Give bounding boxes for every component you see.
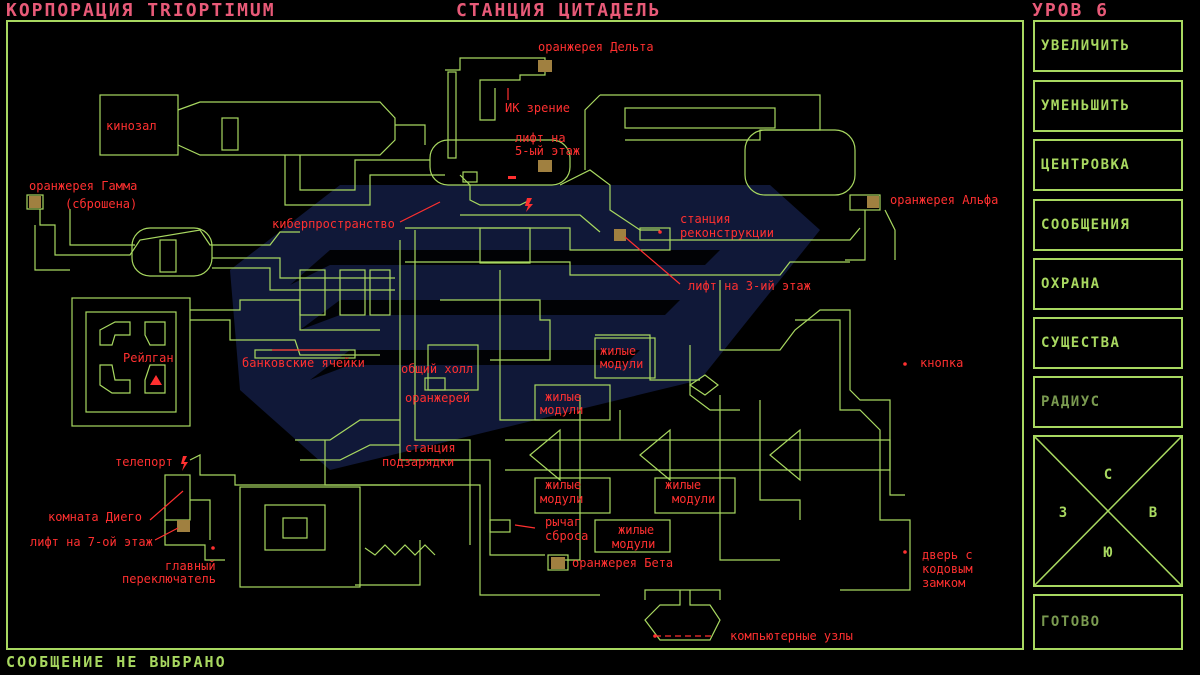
zoom-in-button[interactable]: УВЕЛИЧИТЬ [1033, 20, 1183, 72]
label-lift-5-line2: 5-ый этаж [515, 144, 580, 158]
label-pointers [149, 88, 715, 637]
map-icons [150, 176, 533, 471]
center-button[interactable]: ЦЕНТРОВКА [1033, 139, 1183, 191]
label-code-door-line1: дверь с [922, 548, 973, 562]
energy-icon [525, 198, 533, 212]
label-living-4-line1: жилые [665, 478, 701, 492]
label-bank-cells: банковские ячейки [242, 356, 365, 370]
messages-button[interactable]: СООБЩЕНИЯ [1033, 199, 1183, 251]
label-reset-lever-line2: сброса [545, 529, 588, 543]
label-lift-5-line1: лифт на [515, 131, 566, 145]
compass[interactable]: С З В Ю [1033, 435, 1183, 587]
label-charging-line1: станция [405, 441, 456, 455]
label-code-door-line2: кодовым [922, 562, 973, 576]
label-greenhouse-alpha: оранжерея Альфа [890, 193, 998, 207]
logo-shadow-stripes [290, 250, 720, 380]
compass-east: В [1149, 505, 1157, 521]
station-map[interactable]: оранжерея Дельта ИК зрение лифт на 5-ый … [0, 0, 1030, 655]
map-labels: оранжерея Дельта ИК зрение лифт на 5-ый … [29, 40, 998, 643]
label-dots [211, 230, 907, 638]
label-living-2-line1: жилые [545, 390, 581, 404]
label-code-door-line3: замком [922, 576, 965, 590]
label-greenhouses: оранжерей [405, 391, 470, 405]
done-button[interactable]: ГОТОВО [1033, 594, 1183, 650]
creatures-button[interactable]: СУЩЕСТВА [1033, 317, 1183, 369]
label-living-1-line1: жилые [600, 344, 636, 358]
radius-button[interactable]: РАДИУС [1033, 376, 1183, 428]
label-greenhouse-gamma: оранжерея Гамма [29, 179, 137, 193]
label-greenhouse-delta: оранжерея Дельта [538, 40, 654, 54]
label-living-5-line1: жилые [618, 523, 654, 537]
item-markers [29, 60, 879, 569]
label-lift-3: лифт на 3-ий этаж [688, 279, 811, 293]
teleport-icon [181, 456, 188, 471]
label-lift-7: лифт на 7-ой этаж [30, 535, 153, 549]
ir-pointer-icon [508, 176, 516, 179]
label-common-hall: общий холл [401, 362, 473, 376]
corp-title: КОРПОРАЦИЯ TRIOPTIMUM [6, 0, 276, 21]
label-button: кнопка [920, 356, 963, 370]
label-gamma-dropped: (сброшена) [65, 197, 137, 211]
label-living-2-line2: модули [540, 403, 583, 417]
player-position-icon [150, 375, 162, 385]
zoom-out-button[interactable]: УМЕНЬШИТЬ [1033, 80, 1183, 132]
label-cyberspace: киберпространство [272, 217, 395, 231]
label-recon-line1: станция [680, 212, 731, 226]
label-diego-room: комната Диего [48, 510, 142, 524]
label-living-1-line2: модули [600, 357, 643, 371]
compass-rose: С З В Ю [1034, 436, 1182, 586]
label-main-switch-line2: переключатель [122, 572, 216, 586]
label-cinema: кинозал [106, 119, 157, 133]
label-reset-lever-line1: рычаг [545, 515, 581, 529]
compass-west: З [1059, 505, 1067, 521]
label-living-4-line2: модули [672, 492, 715, 506]
compass-south: Ю [1104, 545, 1113, 561]
security-button[interactable]: ОХРАНА [1033, 258, 1183, 310]
map-frame[interactable] [6, 20, 1024, 650]
label-ir-vision: ИК зрение [505, 101, 570, 115]
label-charging-line2: подзарядки [382, 455, 454, 469]
label-computer-nodes: компьютерные узлы [730, 629, 853, 643]
label-recon-line2: реконструкции [680, 226, 774, 240]
label-living-3-line1: жилые [545, 478, 581, 492]
label-railgun: Рейлган [123, 351, 174, 365]
compass-north: С [1104, 467, 1112, 483]
station-title: СТАНЦИЯ ЦИТАДЕЛЬ [456, 0, 662, 21]
label-living-5-line2: модули [612, 537, 655, 551]
label-living-3-line2: модули [540, 492, 583, 506]
status-message: СООБЩЕНИЕ НЕ ВЫБРАНО [6, 653, 227, 671]
label-teleport: телепорт [115, 455, 173, 469]
level-indicator: УРОВ 6 [1032, 0, 1110, 21]
label-main-switch-line1: главный [165, 559, 216, 573]
label-greenhouse-beta: оранжерея Бета [572, 556, 673, 570]
